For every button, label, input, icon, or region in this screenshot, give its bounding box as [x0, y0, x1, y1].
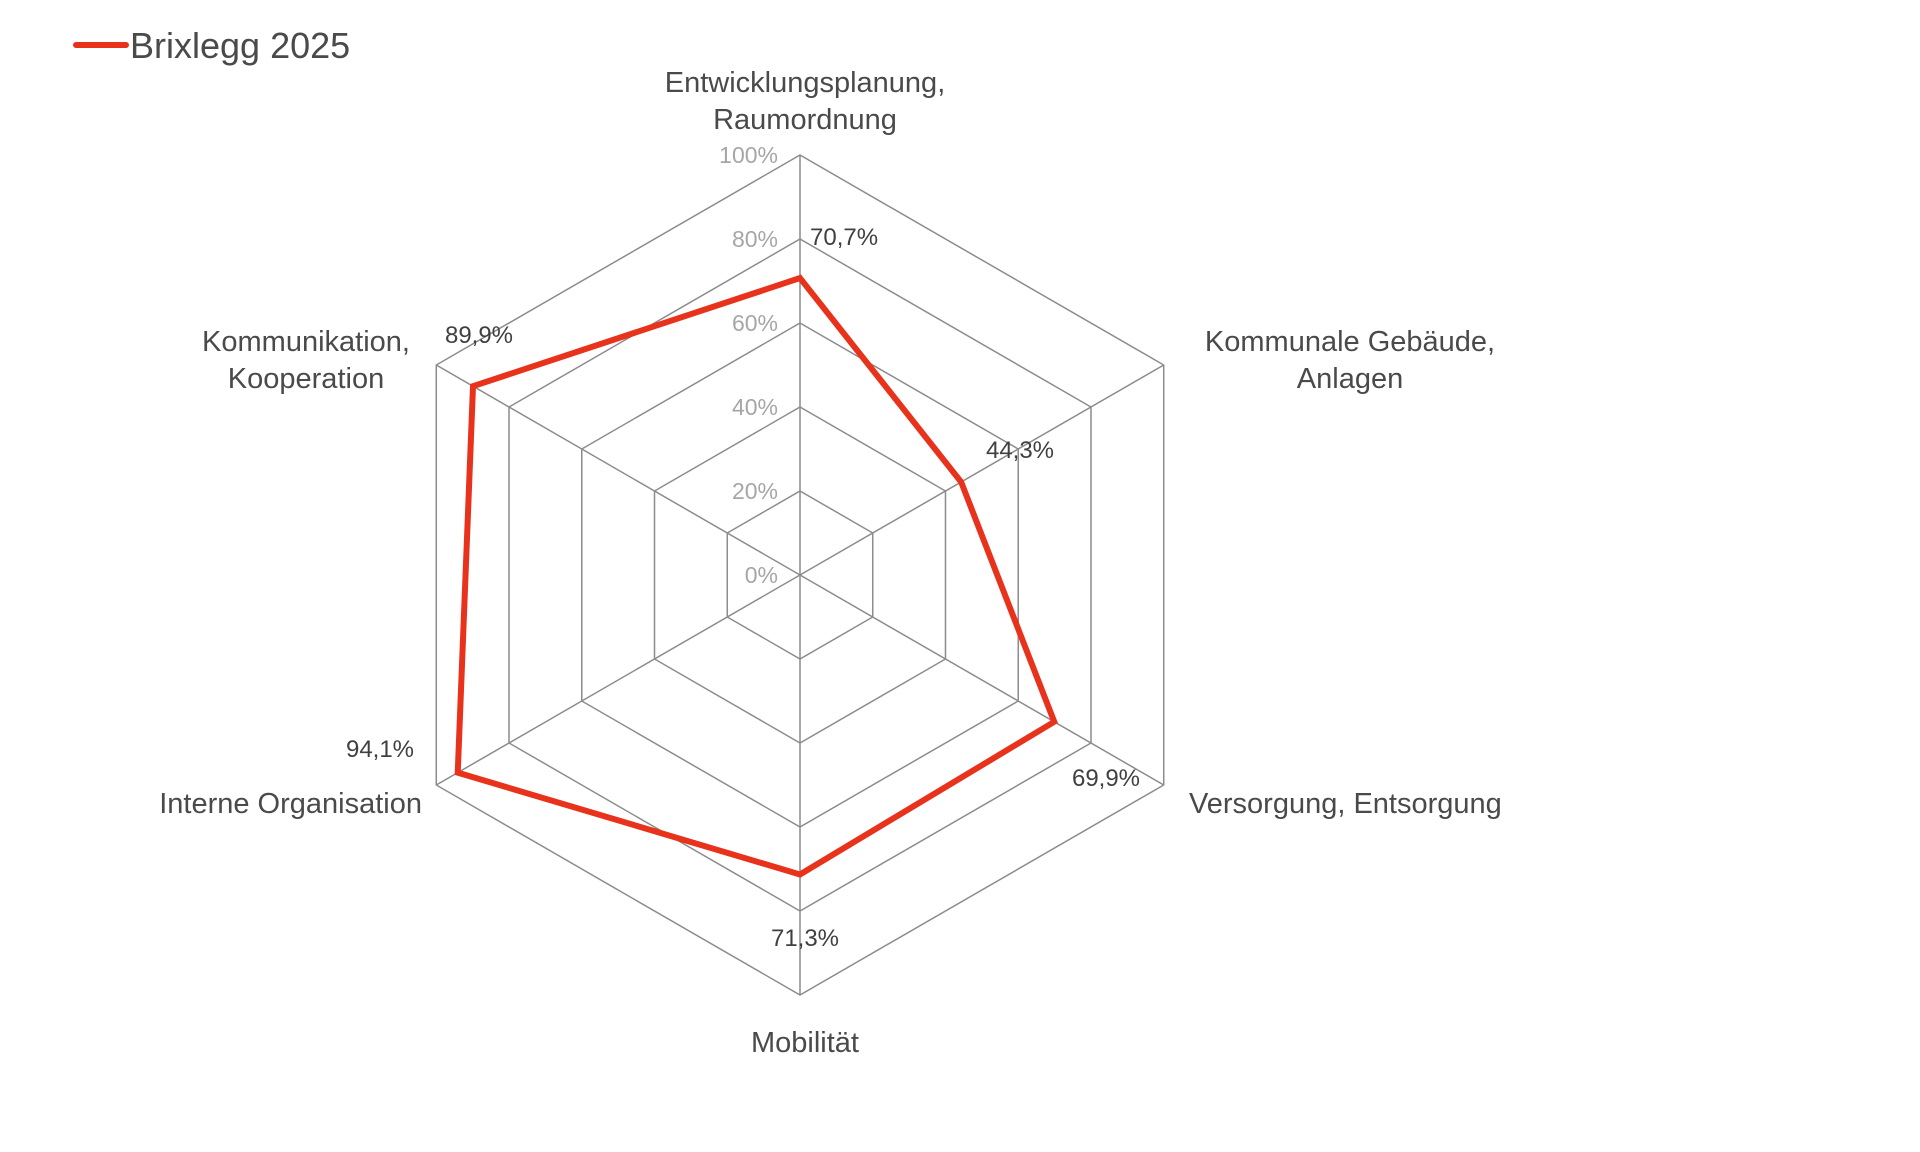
category-label-line: Versorgung, Entsorgung	[1189, 788, 1502, 820]
tick-label: 20%	[732, 478, 778, 504]
tick-label: 40%	[732, 394, 778, 420]
data-label: 71,3%	[771, 925, 839, 952]
category-label: Interne Organisation	[159, 788, 422, 820]
category-label-line: Kommunale Gebäude,	[1205, 326, 1495, 358]
category-label: Kommunikation, Kooperation	[202, 326, 410, 395]
category-label-line: Anlagen	[1297, 363, 1403, 395]
data-label: 94,1%	[346, 736, 414, 763]
category-label: Mobilität	[751, 1027, 859, 1059]
data-label: 44,3%	[986, 437, 1054, 464]
axis-spoke	[799, 364, 1165, 576]
legend-label: Brixlegg 2025	[130, 25, 350, 66]
legend: Brixlegg 2025	[73, 25, 350, 66]
category-label-line: Kommunikation,	[202, 326, 410, 358]
tick-label: 100%	[719, 142, 778, 168]
tick-label: 60%	[732, 310, 778, 336]
category-label: Kommunale Gebäude, Anlagen	[1205, 326, 1495, 395]
category-label-line: Entwicklungsplanung,	[665, 67, 946, 99]
category-label-line: Interne Organisation	[159, 788, 422, 820]
axis-spoke	[435, 574, 801, 786]
tick-label: 80%	[732, 226, 778, 252]
category-label: Versorgung, Entsorgung	[1189, 788, 1502, 820]
data-label: 70,7%	[810, 224, 878, 251]
category-label: Entwicklungsplanung, Raumordnung	[665, 67, 946, 136]
category-label-line: Raumordnung	[713, 104, 897, 136]
axis-spoke	[799, 574, 1165, 786]
data-label: 69,9%	[1072, 765, 1140, 792]
data-label: 89,9%	[445, 322, 513, 349]
axis-spoke	[435, 364, 801, 576]
category-label-line: Kooperation	[228, 363, 384, 395]
tick-label: 0%	[745, 562, 778, 588]
category-label-line: Mobilität	[751, 1027, 859, 1059]
